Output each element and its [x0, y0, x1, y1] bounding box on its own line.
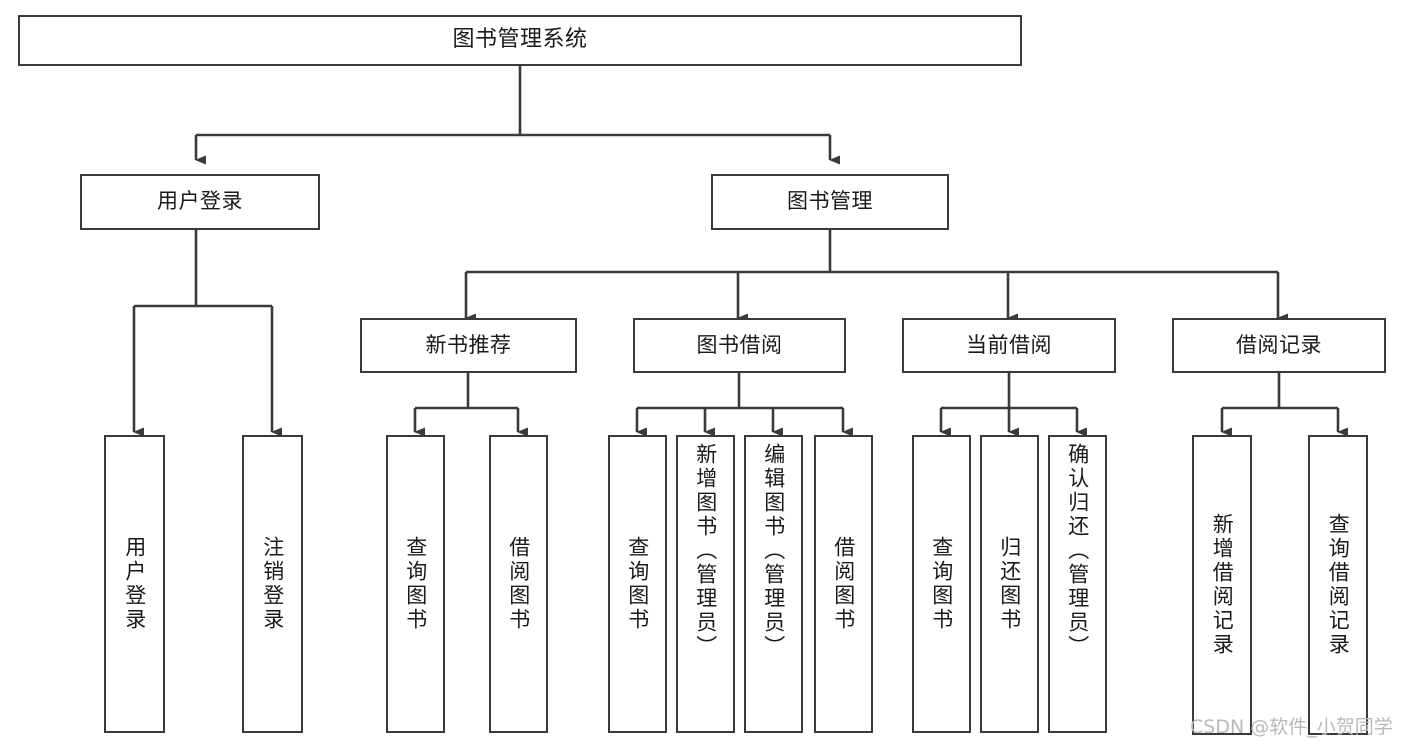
node-book-management[interactable]: 图书管理	[711, 174, 949, 230]
node-root-system[interactable]: 图书管理系统	[18, 15, 1022, 66]
node-label: 查询图书	[929, 536, 954, 632]
node-user-login[interactable]: 用户登录	[80, 174, 320, 230]
watermark-text: CSDN @软件_小贺同学	[1190, 716, 1393, 738]
leaf-query-book-borrow[interactable]: 查询图书	[608, 435, 667, 733]
node-label: 归还图书	[997, 536, 1022, 632]
node-label: 编辑图书（管理员）	[761, 443, 786, 659]
leaf-logout[interactable]: 注销登录	[242, 435, 303, 733]
node-label: 用户登录	[122, 536, 147, 632]
node-label: 确认归还（管理员）	[1065, 443, 1090, 659]
leaf-query-borrow-record[interactable]: 查询借阅记录	[1308, 435, 1368, 735]
leaf-add-borrow-record[interactable]: 新增借阅记录	[1192, 435, 1252, 735]
node-label: 借阅图书	[831, 536, 856, 632]
node-label: 图书借阅	[696, 332, 783, 357]
node-label: 图书管理系统	[452, 27, 588, 53]
node-label: 新书推荐	[425, 332, 512, 357]
leaf-query-book-current[interactable]: 查询图书	[912, 435, 971, 733]
leaf-add-book-admin[interactable]: 新增图书（管理员）	[676, 435, 735, 733]
node-label: 图书管理	[787, 189, 873, 214]
node-borrow-record[interactable]: 借阅记录	[1172, 318, 1386, 373]
leaf-edit-book-admin[interactable]: 编辑图书（管理员）	[744, 435, 803, 733]
leaf-return-book[interactable]: 归还图书	[980, 435, 1039, 733]
csdn-watermark: CSDN @软件_小贺同学	[1190, 712, 1393, 739]
leaf-borrow-book[interactable]: 借阅图书	[814, 435, 873, 733]
node-label: 当前借阅	[966, 332, 1052, 357]
node-label: 查询图书	[625, 536, 650, 632]
node-label: 借阅记录	[1236, 332, 1322, 357]
leaf-borrow-book-newbook[interactable]: 借阅图书	[489, 435, 548, 733]
node-label: 注销登录	[260, 536, 285, 632]
node-label: 新增图书（管理员）	[693, 443, 718, 659]
node-label: 查询借阅记录	[1326, 513, 1351, 657]
node-label: 借阅图书	[506, 536, 531, 632]
node-book-borrow[interactable]: 图书借阅	[633, 318, 846, 373]
node-current-borrow[interactable]: 当前借阅	[902, 318, 1116, 373]
node-label: 新增借阅记录	[1210, 513, 1235, 657]
node-new-book-recommend[interactable]: 新书推荐	[360, 318, 577, 373]
leaf-query-book-newbook[interactable]: 查询图书	[386, 435, 445, 733]
leaf-confirm-return-admin[interactable]: 确认归还（管理员）	[1048, 435, 1107, 733]
node-label: 用户登录	[157, 189, 243, 214]
leaf-user-login[interactable]: 用户登录	[104, 435, 165, 733]
node-label: 查询图书	[403, 536, 428, 632]
